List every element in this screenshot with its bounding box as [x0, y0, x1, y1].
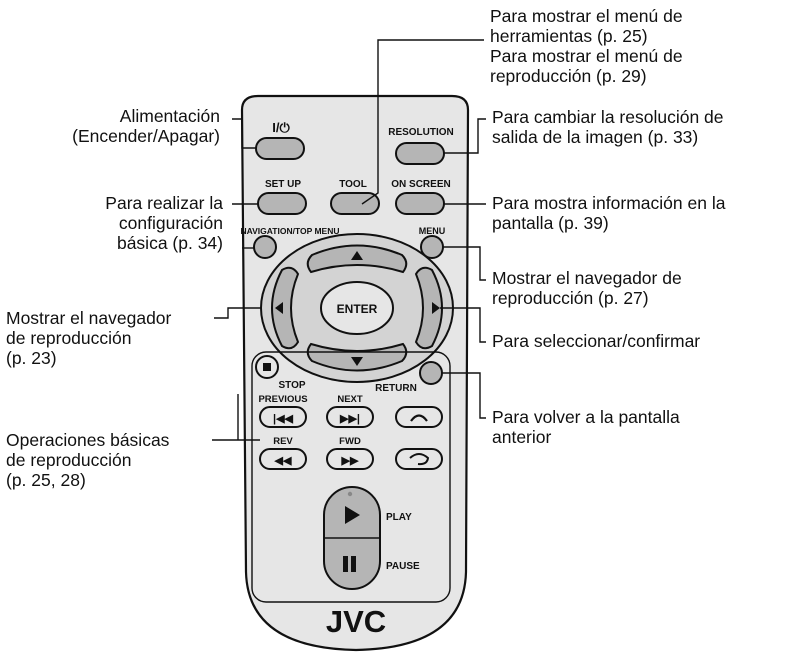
- tool-button[interactable]: [330, 192, 380, 215]
- callout-menu: Mostrar el navegador de reproducción (p.…: [492, 268, 682, 308]
- enter-button[interactable]: [320, 281, 394, 335]
- fwd-button[interactable]: [326, 448, 374, 470]
- tool-label: TOOL: [339, 179, 367, 190]
- up-arrow-icon: [351, 251, 363, 260]
- leader-menu: [443, 246, 486, 281]
- stop-label: STOP: [278, 380, 305, 391]
- navigation-label: NAVIGATION/TOP MENU: [240, 226, 339, 236]
- play-icon[interactable]: [345, 506, 360, 524]
- rev-label: REV: [273, 436, 293, 447]
- transport-panel: [251, 351, 451, 603]
- rev-button[interactable]: [259, 448, 307, 470]
- next-icon: ▶▶|: [339, 413, 360, 425]
- callout-tool: Para mostrar el menú de herramientas (p.…: [490, 6, 683, 86]
- leader-navegador-left: [214, 307, 262, 319]
- callout-navegador-left: Mostrar el navegador de reproducción (p.…: [6, 308, 172, 368]
- onscreen-button[interactable]: [395, 192, 445, 215]
- leader-alimentacion: [232, 118, 256, 149]
- leader-select: [440, 307, 486, 343]
- step-button[interactable]: [395, 406, 443, 428]
- jvc-logo: JVC: [326, 604, 386, 639]
- callout-onscreen: Para mostra información en la pantalla (…: [492, 193, 726, 233]
- leader-tool: [361, 39, 484, 205]
- resolution-label: RESOLUTION: [388, 127, 454, 138]
- arc-icon: [410, 414, 428, 422]
- resolution-button[interactable]: [395, 142, 445, 165]
- play-indicator-dot: [347, 491, 353, 497]
- pause-icon-right[interactable]: [351, 556, 356, 572]
- leader-return: [442, 372, 486, 419]
- callout-alimentacion: Alimentación (Encender/Apagar): [72, 106, 220, 146]
- rewind-icon: ◀◀: [274, 455, 292, 467]
- next-label: NEXT: [337, 394, 363, 405]
- down-arrow-icon: [351, 357, 363, 366]
- menu-label: MENU: [419, 226, 446, 236]
- replay-icon: [409, 453, 430, 466]
- power-label: I/⏻: [272, 120, 290, 135]
- pause-label: PAUSE: [386, 561, 420, 572]
- dpad-right-button[interactable]: [414, 266, 443, 350]
- left-arrow-icon: [275, 302, 283, 314]
- stop-icon: [263, 363, 271, 371]
- leader-lines: [212, 39, 486, 441]
- enter-label: ENTER: [337, 302, 378, 316]
- callout-operaciones: Operaciones básicas de reproducción (p. …: [6, 430, 170, 490]
- return-label: RETURN: [375, 383, 417, 394]
- dpad-left-button[interactable]: [271, 266, 300, 350]
- previous-button[interactable]: [259, 406, 307, 428]
- previous-icon: |◀◀: [273, 413, 294, 425]
- setup-button[interactable]: [257, 192, 307, 215]
- leader-resolution: [444, 118, 486, 154]
- power-button[interactable]: [255, 137, 305, 160]
- next-button[interactable]: [326, 406, 374, 428]
- previous-label: PREVIOUS: [258, 394, 307, 405]
- setup-label: SET UP: [265, 179, 301, 190]
- fast-forward-icon: ▶▶: [341, 455, 359, 467]
- callout-return: Para volver a la pantalla anterior: [492, 407, 680, 447]
- replay-button[interactable]: [395, 448, 443, 470]
- navigation-button[interactable]: [253, 235, 277, 259]
- onscreen-label: ON SCREEN: [391, 179, 450, 190]
- fwd-label: FWD: [339, 436, 361, 447]
- play-label: PLAY: [386, 512, 412, 523]
- callout-resolution: Para cambiar la resolución de salida de …: [492, 107, 724, 147]
- return-button[interactable]: [419, 361, 443, 385]
- callout-setup: Para realizar la configuración básica (p…: [105, 193, 223, 253]
- right-arrow-icon: [432, 302, 440, 314]
- pause-icon-left[interactable]: [343, 556, 348, 572]
- callout-select: Para seleccionar/confirmar: [492, 331, 701, 351]
